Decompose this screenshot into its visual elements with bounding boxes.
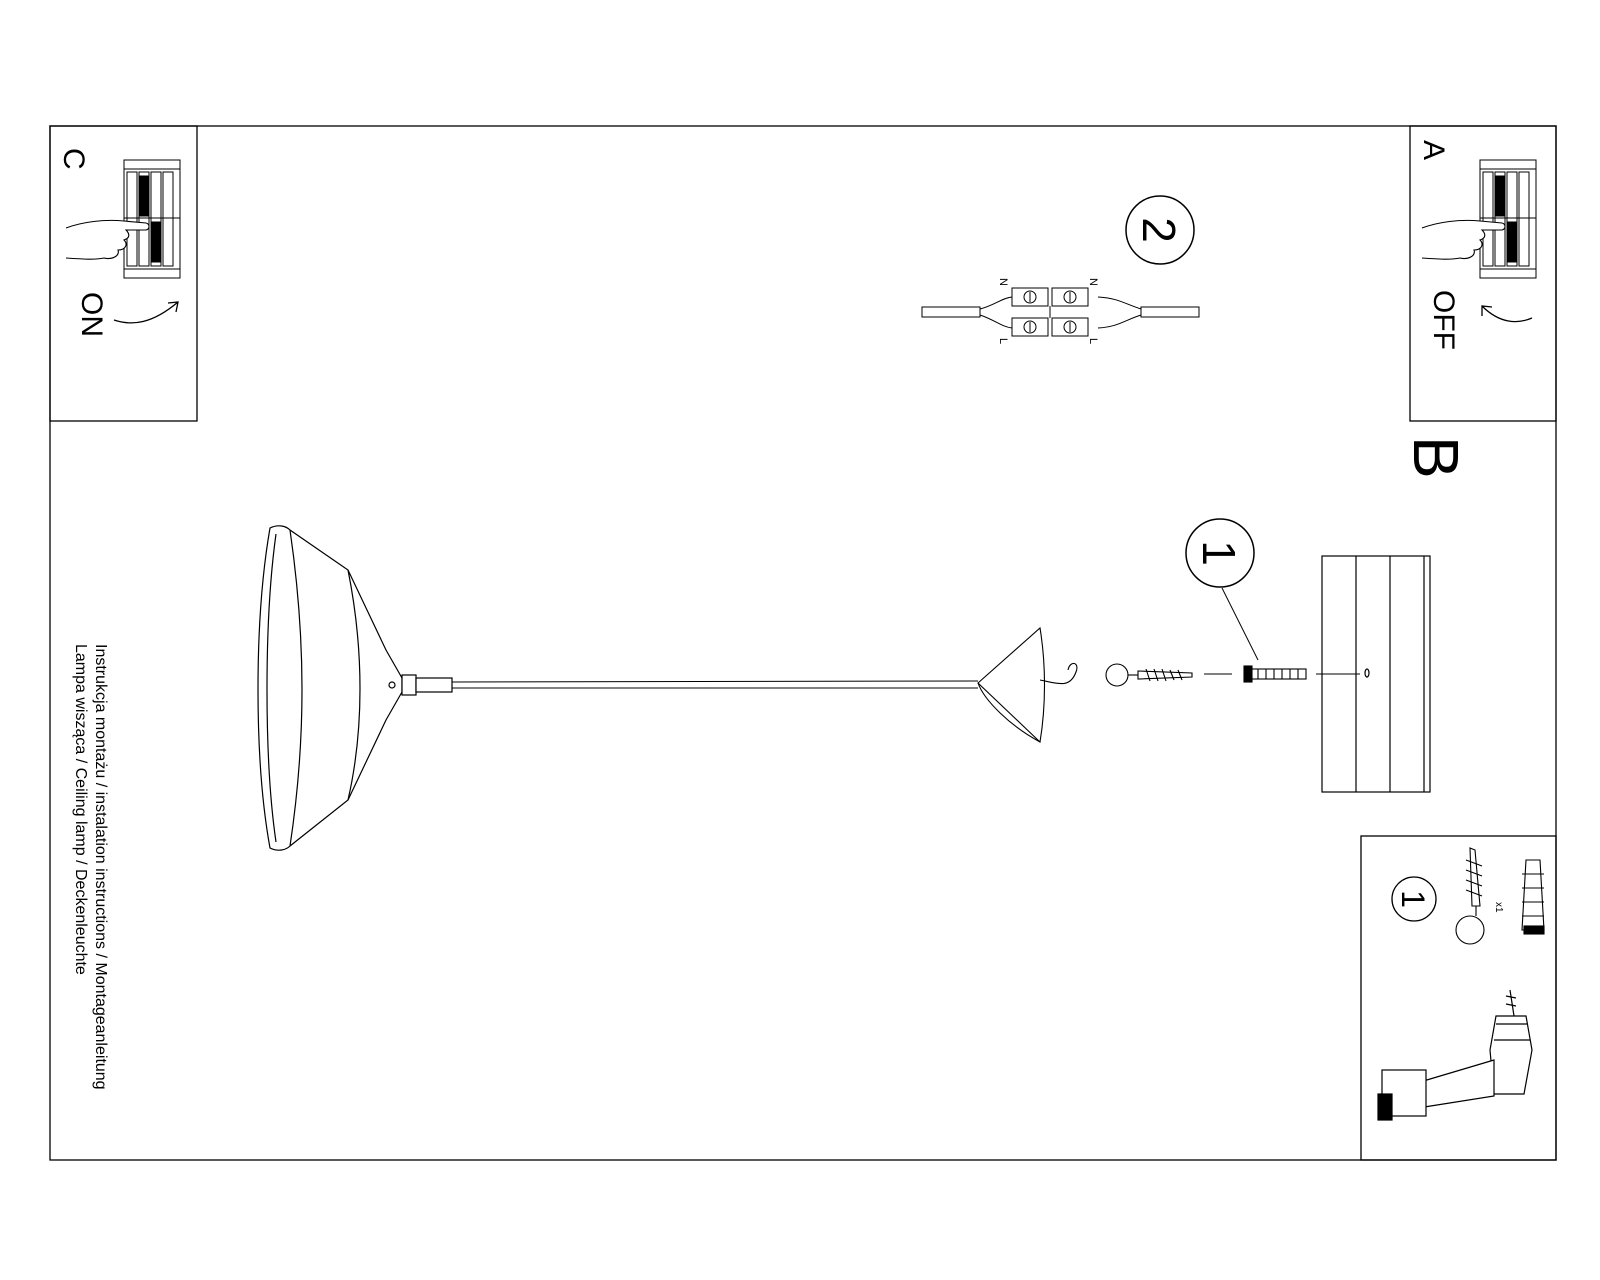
step-2-number: 2 xyxy=(1133,217,1185,243)
panel-a-box xyxy=(1409,125,1557,422)
parts-step-number: 1 xyxy=(1395,890,1431,908)
parts-quantity: x1 xyxy=(1493,902,1504,913)
hand-icon xyxy=(65,219,150,260)
frame xyxy=(49,125,1557,1161)
arrow-icon xyxy=(113,301,179,324)
wire-label-n-left: N xyxy=(997,278,1009,286)
panel-a-letter: A xyxy=(1417,140,1450,160)
wall-plug-icon xyxy=(1243,665,1307,683)
hand-icon xyxy=(1421,219,1506,260)
wiring-step: 2 N N L L xyxy=(921,195,1200,344)
wire-label-l-right: L xyxy=(1087,338,1099,344)
step-1-number: 1 xyxy=(1193,540,1245,566)
parts-step-marker xyxy=(1391,876,1437,922)
parts-box xyxy=(1360,835,1557,1161)
wall-plug-icon xyxy=(1521,859,1545,935)
suspension-cable xyxy=(451,680,979,689)
wire-label-n-right: N xyxy=(1087,278,1099,286)
step-1-marker xyxy=(1185,518,1255,588)
caption-line-2: Lampa wisząca / Ceiling lamp / Deckenleu… xyxy=(72,644,89,975)
wire-label-l-left: L xyxy=(997,338,1009,344)
wiring-detail xyxy=(921,287,1200,337)
leader-line xyxy=(1221,587,1259,661)
step-2-marker xyxy=(1125,195,1195,265)
lamp-shade xyxy=(257,525,453,851)
panel-b-letter: B xyxy=(1400,436,1472,479)
panel-a-state: OFF xyxy=(1427,290,1460,350)
drill-icon xyxy=(1377,989,1533,1121)
canopy xyxy=(977,626,1078,744)
parts-list: 1 x1 xyxy=(1377,847,1545,1121)
hook-screw-icon xyxy=(1105,663,1193,687)
panel-a: A OFF xyxy=(1417,140,1537,350)
panel-c-letter: C xyxy=(57,148,90,170)
panel-c: C ON xyxy=(57,148,181,337)
panel-c-box xyxy=(49,125,198,422)
fuse-box-icon xyxy=(1479,159,1537,279)
panel-c-state: ON xyxy=(75,292,108,337)
caption-line-1: Instrukcja montażu / instalation instruc… xyxy=(92,644,109,1090)
fuse-box-icon xyxy=(123,159,181,279)
hook-screw-icon xyxy=(1455,847,1485,945)
arrow-icon xyxy=(1481,305,1533,323)
